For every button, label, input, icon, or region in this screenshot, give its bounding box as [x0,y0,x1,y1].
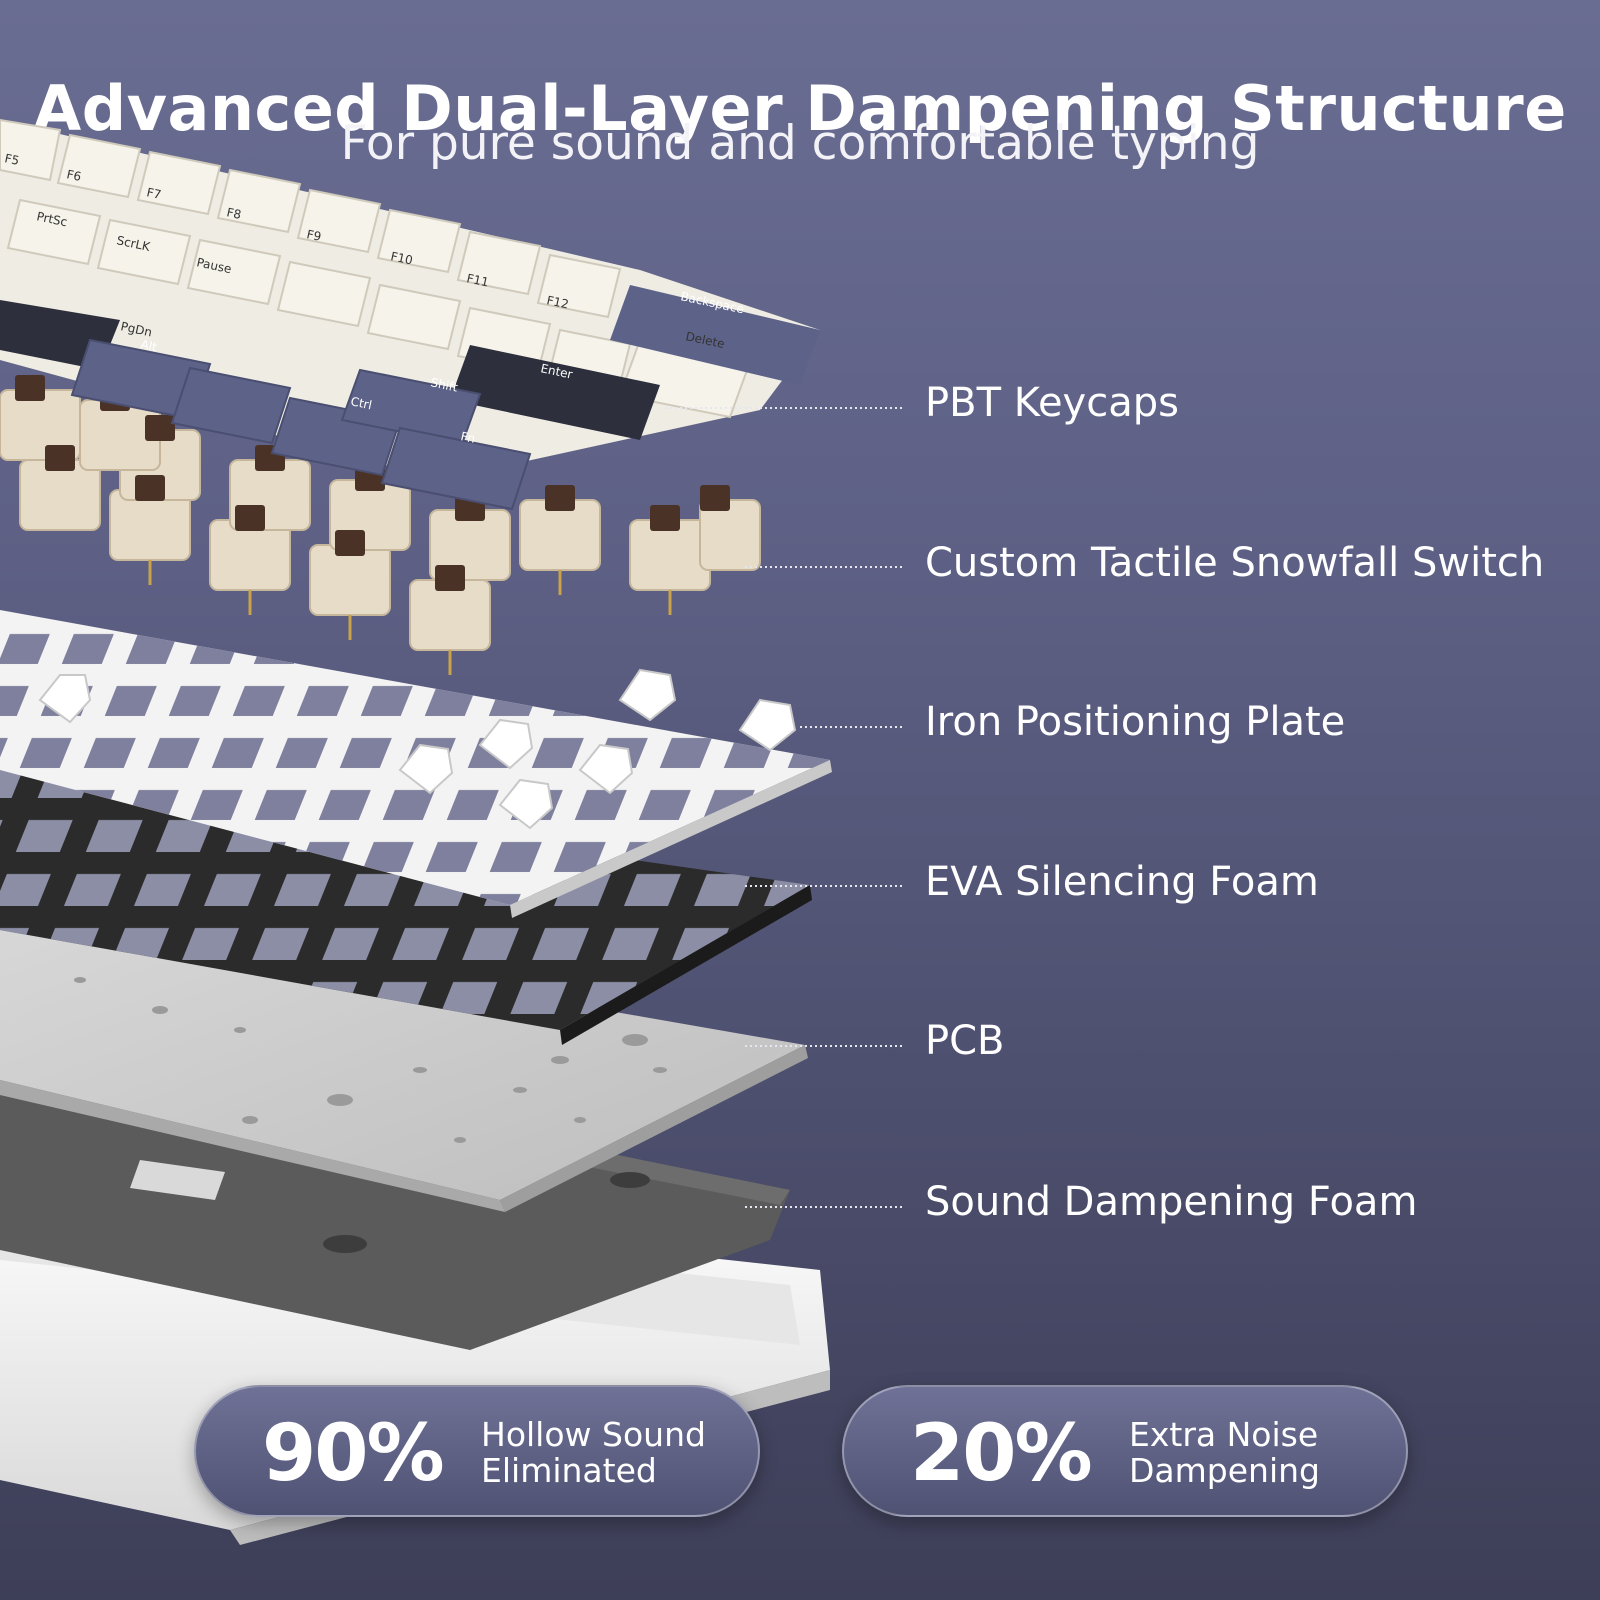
stat-value: 90% [262,1409,445,1499]
keycap-legend: F6 [65,167,82,184]
stat-line: Hollow Sound [481,1415,706,1454]
switches-layer [0,375,761,675]
keycap-legend: Enter [539,361,573,381]
label-positioning-plate: Iron Positioning Plate [925,699,1346,745]
stat-value: 20% [910,1409,1093,1499]
stat-line: Eliminated [481,1451,657,1490]
keycap-legend: F9 [305,227,322,244]
keycap-legend: F7 [145,185,162,202]
keycap-legend: PrtSc [35,209,68,229]
leader-lines [665,407,902,1208]
page-subtitle: For pure sound and comfortable typing [340,116,1260,171]
page-title: Advanced Dual-Layer Dampening Structure [33,71,1567,145]
keycap-legend: F10 [389,249,414,267]
keycap-legend: PgDn [119,319,153,339]
keycap-legend: Shift [429,375,459,394]
pcb-layer [0,905,808,1212]
keycaps-layer [0,118,820,511]
keycap-legend: Alt [139,337,158,354]
label-pbt-keycaps: PBT Keycaps [925,380,1179,426]
stat-line: Dampening [1129,1451,1320,1490]
label-sound-dampening-foam: Sound Dampening Foam [925,1179,1418,1225]
keycap-legend: F12 [545,293,570,311]
stat-line: Extra Noise [1129,1415,1319,1454]
keycap-legend: F11 [465,271,490,289]
stat-badge-noise-dampening: 20% Extra Noise Dampening [842,1385,1408,1517]
keycap-legend: F5 [3,151,20,168]
label-tactile-switch: Custom Tactile Snowfall Switch [925,540,1545,586]
stat-description: Extra Noise Dampening [1129,1417,1320,1489]
stat-badge-hollow-sound: 90% Hollow Sound Eliminated [194,1385,760,1517]
label-pcb: PCB [925,1018,1005,1064]
keycap-legend: Fn [459,429,476,446]
keycap-legend: Ctrl [349,394,373,412]
stat-description: Hollow Sound Eliminated [481,1417,706,1489]
keycap-legend: F8 [225,205,242,222]
label-eva-foam: EVA Silencing Foam [925,859,1319,905]
iron-positioning-plate-layer [0,610,832,918]
eva-silencing-foam-layer [0,770,812,1045]
